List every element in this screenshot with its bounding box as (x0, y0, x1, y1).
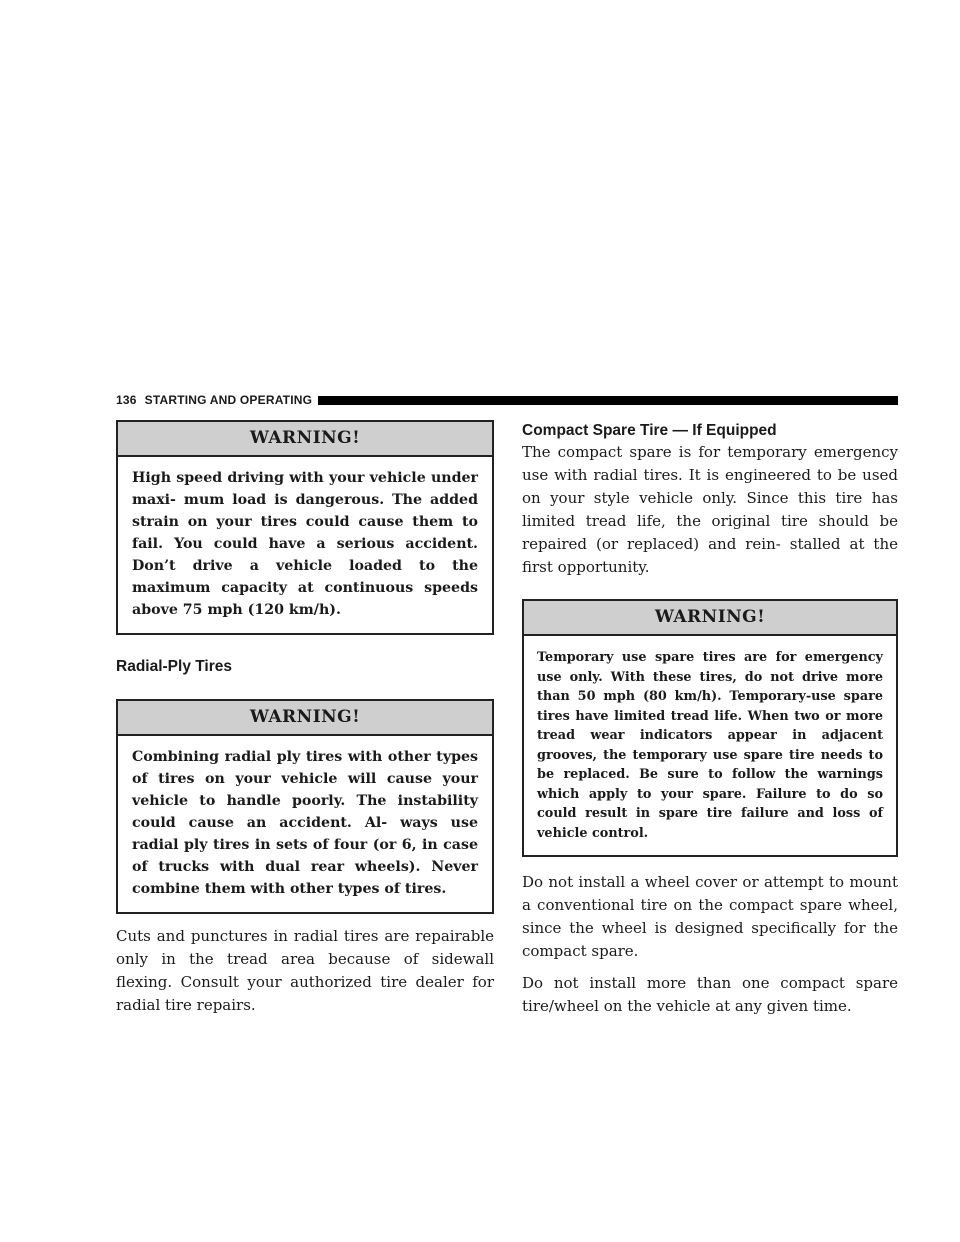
paragraph-compact-intro: The compact spare is for temporary emerg… (522, 443, 898, 576)
paragraph-cuts-punctures: Cuts and punctures in radial tires are r… (116, 927, 494, 1014)
paragraph-wheel-cover: Do not install a wheel cover or attempt … (522, 873, 898, 960)
warning-title: WARNING! (118, 701, 492, 736)
warning-box-high-speed: WARNING! High speed driving with your ve… (116, 420, 494, 635)
page-number: 136 (116, 393, 137, 407)
heading-compact-spare-tire: Compact Spare Tire — If Equipped (522, 422, 777, 439)
warning-text: Temporary use spare tires are for emerge… (537, 650, 883, 841)
right-column: Compact Spare Tire — If Equipped The com… (522, 420, 898, 1018)
left-column: WARNING! High speed driving with your ve… (116, 420, 494, 1017)
warning-text: High speed driving with your vehicle und… (132, 470, 478, 618)
paragraph-one-spare: Do not install more than one compact spa… (522, 974, 898, 1015)
warning-box-radial: WARNING! Combining radial ply tires with… (116, 699, 494, 914)
heading-radial-ply-tires: Radial-Ply Tires (116, 658, 233, 675)
section-title: STARTING AND OPERATING (144, 393, 313, 407)
warning-text: Combining radial ply tires with other ty… (132, 749, 478, 897)
page-header: 136 STARTING AND OPERATING (116, 391, 898, 409)
warning-box-compact-spare: WARNING! Temporary use spare tires are f… (522, 599, 898, 857)
warning-title: WARNING! (524, 601, 896, 636)
warning-title: WARNING! (118, 422, 492, 457)
header-rule (318, 395, 898, 405)
